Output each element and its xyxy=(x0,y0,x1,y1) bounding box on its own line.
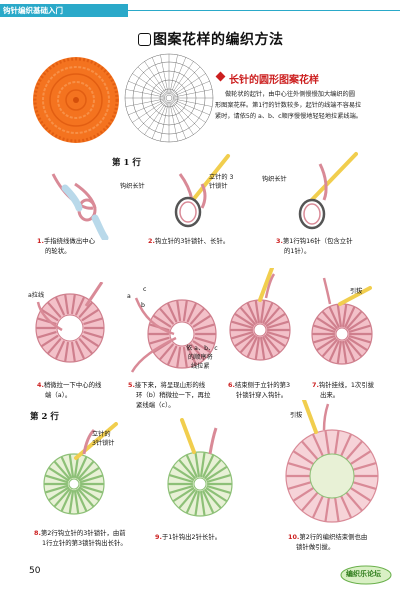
step-1-illustration xyxy=(51,173,109,240)
step-1-caption: 1.手指绕线做出中心 的轮状。 xyxy=(37,236,132,256)
label-stand-3-line1: 立针的 3 xyxy=(209,174,234,181)
intro-line: 形图案花样。第1行的针数较多，起针的线端不容易拉 xyxy=(215,102,362,109)
stitch-chart xyxy=(124,53,214,143)
mark-b: b xyxy=(141,302,145,309)
label-order-line1: 依 a、b、c xyxy=(186,345,218,352)
step-text: 紧线端（c）。 xyxy=(136,401,175,409)
step-text: 手指绕线做出中心 xyxy=(43,237,95,245)
label-order-line3: 线拉紧 xyxy=(191,363,210,370)
page-title: 图案花样的编织方法 xyxy=(138,29,284,49)
label-pull-out-1: 引拔 xyxy=(350,288,363,295)
step-text: 端（a）。 xyxy=(45,391,72,399)
step-10-illustration xyxy=(285,400,379,523)
header-rule xyxy=(128,10,400,11)
row-1-label: 第 1 行 xyxy=(112,158,141,168)
step-number: 2. xyxy=(148,237,155,245)
forum-logo: 编织乐论坛 xyxy=(340,565,392,585)
section-tab-label: 钩针编织基础入门 xyxy=(3,6,63,15)
step-number: 10. xyxy=(288,533,300,541)
bullet-diamond xyxy=(215,71,226,82)
step-4-illustration xyxy=(35,282,105,363)
label-stand-3b-line2: 3针锁针 xyxy=(92,440,115,447)
step-6-illustration xyxy=(229,268,291,361)
label-stand-3-line2: 针锁针 xyxy=(209,183,228,190)
step-10-caption: 10.第2行的编织结束侧也由 锁针做引拔。 xyxy=(288,532,394,552)
step-text: 第1行钩16针（包含立针 xyxy=(282,237,353,245)
section-tab: 钩针编织基础入门 xyxy=(0,4,128,17)
page-number: 50 xyxy=(29,566,41,576)
mark-c: c xyxy=(143,286,147,293)
step-number: 4. xyxy=(37,381,44,389)
step-3-caption: 3.第1行钩16针（包含立针 的1针）。 xyxy=(276,236,394,256)
step-text: 针锁针穿入钩针。 xyxy=(236,391,288,399)
step-number: 5. xyxy=(128,381,135,389)
step-8-illustration xyxy=(43,422,118,515)
step-text: 锁针做引拔。 xyxy=(296,543,335,551)
label-stand-3b-line1: 立针的 xyxy=(92,431,111,438)
mark-a: a xyxy=(127,293,131,300)
step-number: 1. xyxy=(37,237,44,245)
intro-line: 紧时，请依5的 a、b、c顺序慢慢地轻轻地拉紧线端。 xyxy=(215,113,362,120)
step-number: 3. xyxy=(276,237,283,245)
step-text: 的轮状。 xyxy=(45,247,71,255)
forum-logo-graphic xyxy=(340,565,392,585)
step-5-caption: 5.接下来，将呈现山形的线 环（b）稍微拉一下，再拉 紧线端（c）。 xyxy=(128,380,238,410)
section-subhead: 长针的圆形图案花样 xyxy=(229,75,319,86)
step-number: 6. xyxy=(228,381,235,389)
step-text: 出来。 xyxy=(320,391,340,399)
step-9-caption: 9.于1针钩出2针长针。 xyxy=(155,532,265,542)
step-text: 接下来，将呈现山形的线 xyxy=(134,381,206,389)
step-9-illustration xyxy=(167,418,233,517)
step-4-caption: 4.稍微拉一下中心的线 端（a）。 xyxy=(37,380,127,400)
step-text: 环（b）稍微拉一下，再拉 xyxy=(136,391,211,399)
step-2-illustration xyxy=(174,154,230,228)
label-hook-long-stitch: 钩织长针 xyxy=(120,183,145,190)
step-text: 1行立针的第3锁针钩出长针。 xyxy=(42,539,127,547)
row-2-label: 第 2 行 xyxy=(30,412,59,422)
intro-paragraph: 做轮状的起针，由中心往外侧慢慢加大编织的圆 形图案花样。第1行的针数较多，起针的… xyxy=(215,89,391,122)
step-2-caption: 2.钩立针的3针锁针、长针。 xyxy=(148,236,268,246)
step-text: 第2行钩立针的3针锁针，由前 xyxy=(40,529,126,537)
step-8-caption: 8.第2行钩立针的3针锁针，由前 1行立针的第3锁针钩出长针。 xyxy=(34,528,154,548)
step-number: 9. xyxy=(155,533,162,541)
step-number: 7. xyxy=(312,381,319,389)
step-text: 稍微拉一下中心的线 xyxy=(43,381,102,389)
step-text: 结束侧于立针的第3 xyxy=(234,381,291,389)
intro-line: 做轮状的起针，由中心往外侧慢慢加大编织的圆 xyxy=(225,91,355,98)
forum-logo-text: 编织乐论坛 xyxy=(346,570,381,578)
step-7-caption: 7.钩针挂线，1次引拔 出来。 xyxy=(312,380,396,400)
coaster-photo xyxy=(33,57,119,143)
label-pull-out-2: 引拔 xyxy=(290,412,303,419)
step-3-illustration xyxy=(298,152,358,230)
page-title-text: 图案花样的编织方法 xyxy=(153,32,284,48)
label-pull-a: a拉线 xyxy=(28,292,45,299)
step-6-caption: 6.结束侧于立针的第3 针锁针穿入钩针。 xyxy=(228,380,310,400)
step-text: 钩立针的3针锁针、长针。 xyxy=(154,237,230,245)
label-order-line2: 的顺序将 xyxy=(188,354,213,361)
title-icon xyxy=(138,33,151,46)
step-text: 于1针钩出2针长针。 xyxy=(161,533,222,541)
step-text: 的1针）。 xyxy=(284,247,311,255)
step-text: 第2行的编织结束侧也由 xyxy=(299,533,368,541)
step-number: 8. xyxy=(34,529,41,537)
step-5-illustration xyxy=(130,297,217,373)
label-hook-long-stitch-2: 钩织长针 xyxy=(262,176,287,183)
step-text: 钩针挂线，1次引拔 xyxy=(318,381,375,389)
step-7-illustration xyxy=(311,277,373,365)
